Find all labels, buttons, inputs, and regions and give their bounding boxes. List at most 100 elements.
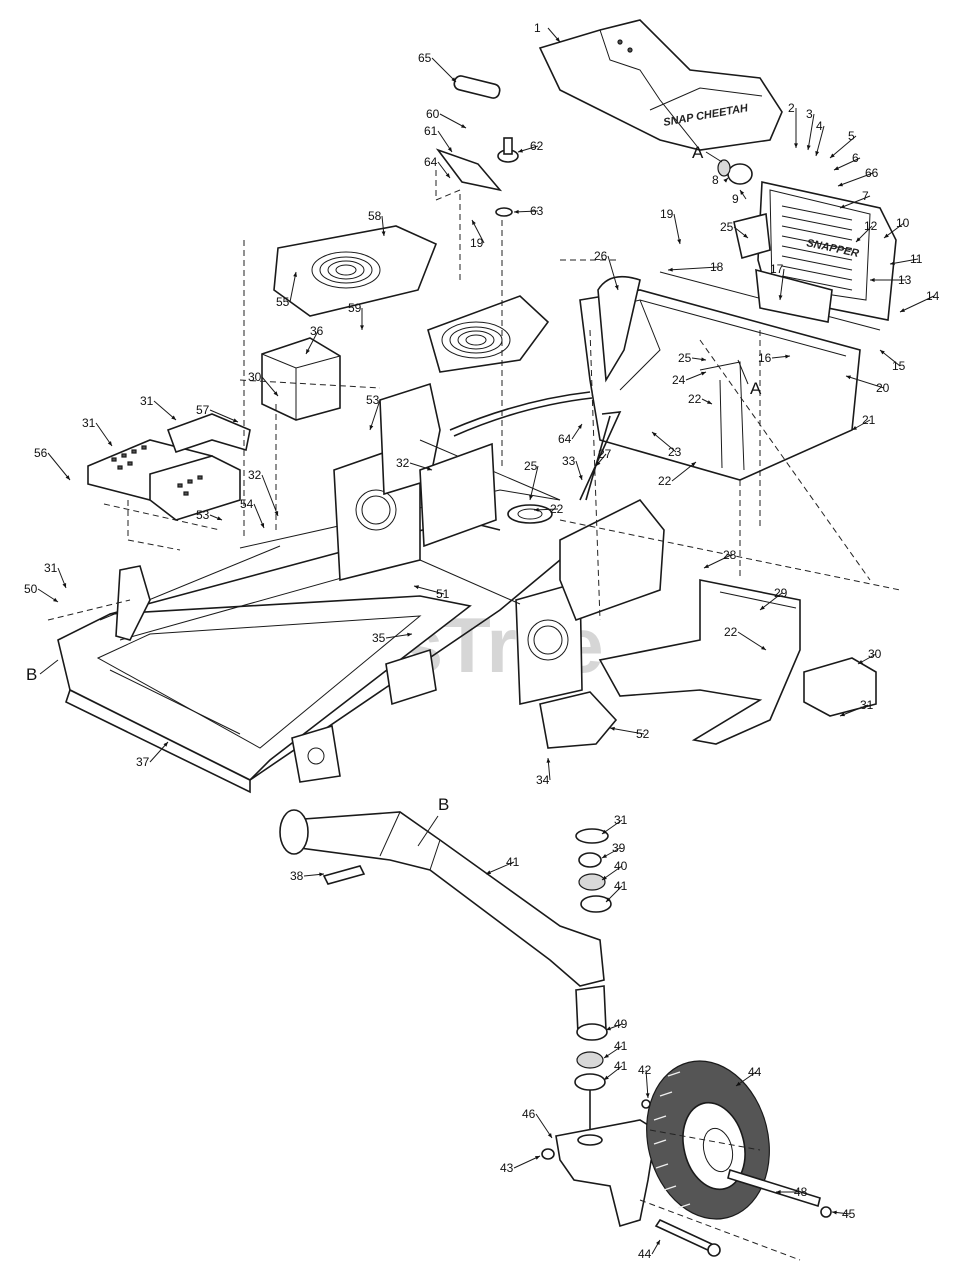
callout-arrowhead [369, 425, 374, 430]
caster-fork-part-43 [555, 1119, 657, 1228]
callout-arrowhead [614, 285, 619, 290]
callout-label-23: 23 [668, 445, 682, 459]
callout-arrowhead [62, 583, 67, 588]
callout-arrowhead [610, 726, 615, 731]
callout-label-31: 31 [44, 561, 58, 575]
bracket-part-25-top [733, 213, 771, 260]
callout-arrowhead [740, 190, 745, 195]
step-plate-part-56 [87, 439, 241, 521]
callout-label-7: 7 [862, 189, 869, 203]
callout-leader [209, 409, 239, 423]
callout-arrowhead [776, 1190, 781, 1194]
callout-arrowhead [761, 645, 766, 650]
callout-label-41: 41 [614, 879, 628, 893]
rod-part-27-lower [579, 411, 622, 501]
callout-arrowhead [274, 511, 279, 516]
callout-arrowhead [652, 432, 657, 437]
callout-arrowhead [668, 267, 673, 272]
callout-arrowhead [529, 495, 533, 500]
callout-arrowhead [602, 854, 607, 858]
callout-label-6: 6 [852, 151, 859, 165]
callout-label-32: 32 [248, 468, 262, 482]
callout-label-20: 20 [876, 381, 890, 395]
callout-label-34: 34 [536, 773, 550, 787]
callout-label-40: 40 [614, 859, 628, 873]
callout-label-22: 22 [688, 392, 702, 406]
callout-arrowhead [486, 870, 491, 874]
callout-leader [529, 465, 539, 501]
callout-leader [737, 631, 767, 651]
callout-arrowhead [65, 475, 70, 480]
callout-leader [673, 213, 681, 245]
callout-arrowhead [691, 462, 696, 467]
callout-label-43: 43 [500, 1161, 514, 1175]
callout-arrowhead [461, 124, 466, 128]
callout-arrowhead [701, 357, 706, 362]
callout-arrowhead [602, 829, 607, 834]
callout-label-12: 12 [864, 219, 878, 233]
callout-label-22: 22 [724, 625, 738, 639]
callout-arrowhead [427, 466, 432, 471]
callout-leader [153, 400, 177, 421]
callout-leader [845, 375, 885, 389]
ref-letter-a-top: A [692, 143, 704, 162]
heat-shield-part-58 [273, 225, 438, 317]
callout-arrowhead [606, 1026, 611, 1031]
callout-arrowhead [840, 712, 845, 717]
callout-arrowhead [381, 231, 386, 236]
callout-arrowhead [107, 441, 112, 446]
callout-arrowhead [293, 272, 298, 277]
callout-label-51: 51 [436, 587, 450, 601]
handle-part-65 [453, 75, 501, 99]
cap-part-44-bottom [820, 1206, 832, 1218]
callout-arrowhead [273, 391, 278, 396]
callout-arrowhead [806, 145, 811, 150]
washer-part-63 [495, 207, 513, 217]
fitting-part-62 [497, 137, 519, 163]
callout-label-30: 30 [248, 370, 262, 384]
callout-leader [833, 157, 861, 171]
callout-label-22: 22 [658, 474, 672, 488]
bracket-part-61 [435, 148, 503, 192]
callout-arrowhead [360, 325, 364, 330]
reference-letters: A A B B [26, 143, 762, 814]
callout-label-14: 14 [926, 289, 940, 303]
callout-label-2: 2 [788, 101, 795, 115]
callout-label-33: 33 [562, 454, 576, 468]
callout-arrowhead [534, 507, 539, 512]
callout-leader [535, 1113, 553, 1139]
callout-label-31: 31 [140, 394, 154, 408]
callout-leader [889, 258, 919, 265]
side-plate-right [515, 580, 583, 705]
callout-arrowhead [445, 173, 450, 178]
callout-label-30: 30 [868, 647, 882, 661]
callout-leader [839, 195, 871, 209]
callout-label-11: 11 [910, 252, 923, 266]
callout-label-41: 41 [614, 1039, 628, 1053]
callout-label-41: 41 [506, 855, 520, 869]
callout-label-22: 22 [550, 502, 564, 516]
callout-arrowhead [604, 1075, 609, 1080]
callout-label-24: 24 [672, 373, 686, 387]
callout-label-10: 10 [896, 216, 910, 230]
callout-leader [651, 431, 677, 453]
callout-arrowhead [233, 418, 238, 422]
callout-label-39: 39 [612, 841, 626, 855]
callout-arrowhead [723, 178, 728, 183]
callout-label-18: 18 [710, 260, 724, 274]
callout-arrowhead [760, 605, 765, 610]
callout-label-55: 55 [276, 295, 290, 309]
callout-label-64: 64 [424, 155, 438, 169]
callout-label-31: 31 [614, 813, 628, 827]
callout-arrowhead [834, 166, 839, 170]
callout-label-42: 42 [638, 1063, 652, 1077]
callout-label-53: 53 [366, 393, 380, 407]
callout-leader [261, 474, 279, 517]
linkage-bracket-left [115, 565, 151, 641]
cross-plate [559, 498, 665, 622]
callout-label-31: 31 [860, 698, 874, 712]
callout-leader [607, 255, 619, 291]
callout-label-60: 60 [426, 107, 440, 121]
callout-leader [645, 1069, 649, 1099]
